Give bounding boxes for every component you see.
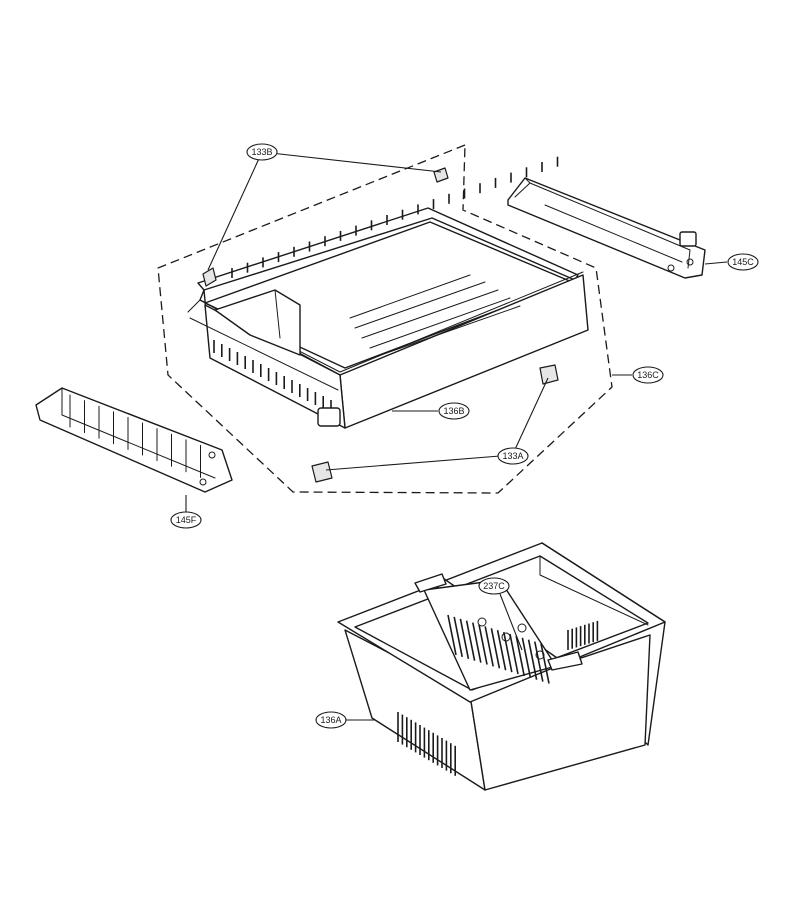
label-145F: 145F [170,511,202,529]
divider-slot [509,633,519,675]
lower-bin-part-136A [337,542,666,791]
label-145C: 145C [727,253,759,271]
stopper-part-133B-top [433,167,449,183]
label-136C: 136C [632,366,664,384]
label-136A: 136A [315,711,347,729]
assembly-boundary [157,144,613,494]
right-rail-part-145C [507,177,706,279]
divider-slot [447,614,457,656]
divider-slot [465,620,476,661]
divider-slot [521,637,532,678]
svg-text:136C: 136C [637,370,659,380]
divider-slot [472,622,482,663]
svg-text:133A: 133A [502,451,523,461]
divider-slot [490,628,501,669]
divider-slot [496,630,507,671]
svg-text:136B: 136B [443,406,464,416]
left-rail-part-145F [35,387,233,493]
svg-text:136A: 136A [320,715,341,725]
upper-drawer-part-136B [187,156,589,429]
label-133B: 133B [246,143,278,161]
divider-slot [527,639,538,680]
label-237C: 237C [478,577,510,595]
divider-slot [459,618,470,659]
svg-text:145F: 145F [176,515,197,525]
svg-text:133B: 133B [251,147,272,157]
stopper-part-133B-left [202,267,217,287]
stopper-part-133A-right [539,364,559,385]
divider-slot [534,641,544,682]
svg-text:145C: 145C [732,257,754,267]
label-136B: 136B [438,402,470,420]
divider-slot [453,616,463,658]
svg-text:237C: 237C [483,581,505,591]
divider-slot [503,631,513,673]
divider-slot [540,643,550,684]
divider-slot [478,624,488,665]
divider-slot [484,626,494,667]
label-133A: 133A [497,447,529,465]
stopper-part-133A-left [311,461,333,483]
divider-slot [515,635,525,677]
